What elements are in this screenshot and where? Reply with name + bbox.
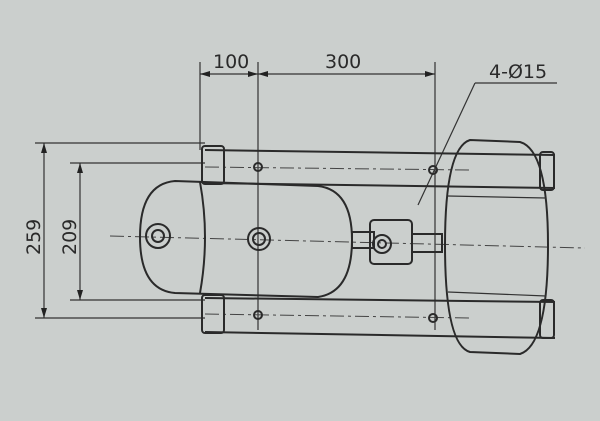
dimension-label-100: 100 <box>213 51 249 73</box>
dimension-line-300 <box>258 71 435 77</box>
top-extension-lines <box>199 62 436 330</box>
air-cylinder <box>138 179 354 299</box>
dimension-label-300: 300 <box>325 51 361 73</box>
valve-fitting <box>351 219 443 265</box>
dimension-line-100 <box>200 71 258 77</box>
dimension-line-209 <box>70 162 205 301</box>
centerline <box>109 235 586 249</box>
dimension-label-259: 259 <box>23 219 45 255</box>
mounting-holes <box>253 162 438 323</box>
air-tank <box>443 138 550 356</box>
dimension-label-209: 209 <box>59 219 81 255</box>
hole-callout-leader <box>417 82 557 206</box>
hole-callout-label: 4-Ø15 <box>489 61 547 83</box>
dimension-line-259 <box>35 142 205 319</box>
